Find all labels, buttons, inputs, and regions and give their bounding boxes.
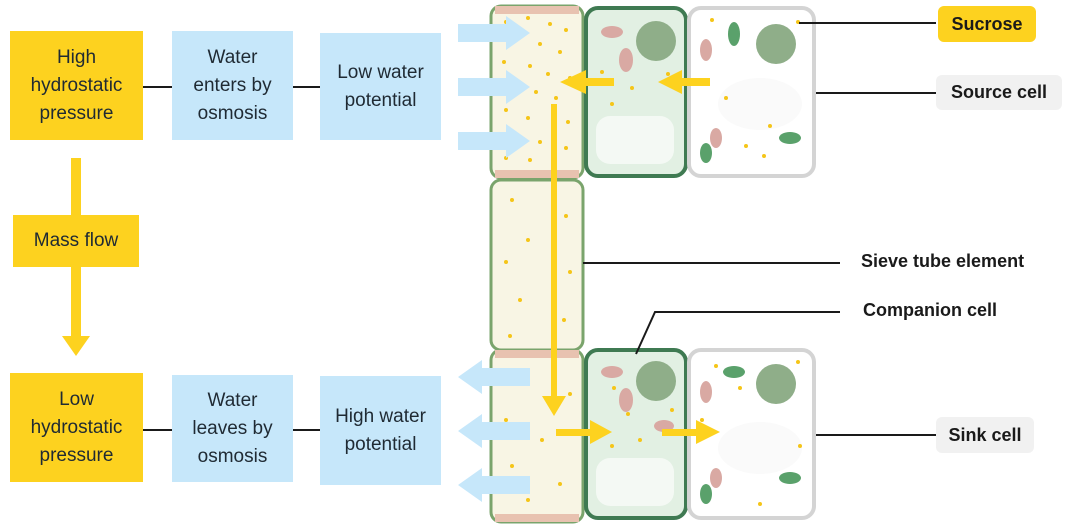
sucrose-label: Sucrose: [938, 6, 1036, 42]
sucrose-label-text: Sucrose: [951, 13, 1023, 34]
sieve-tube-middle: [489, 178, 585, 352]
low-water-potential-box: Low water potential: [320, 33, 441, 140]
sink-hydrostatic-pressure-text: Low hydrostatic pressure: [30, 388, 123, 466]
water-leaves-text: Water leaves by osmosis: [192, 389, 273, 467]
water-leaves-box: Water leaves by osmosis: [172, 375, 293, 482]
source-cell-label: Source cell: [936, 75, 1062, 110]
water-enters-box: Water enters by osmosis: [172, 31, 293, 140]
mass-flow-arrow: [62, 158, 90, 356]
water-out-arrows: [458, 360, 530, 502]
companion-cell-label: Companion cell: [863, 300, 998, 320]
high-water-potential-box: High water potential: [320, 376, 441, 485]
source-cell-label-text: Source cell: [950, 82, 1048, 102]
sink-cell-label-text: Sink cell: [948, 424, 1022, 445]
flowchart-connectors: [143, 86, 320, 431]
companion-cell-top: [584, 6, 688, 178]
sieve-tube-element-label: Sieve tube element: [861, 251, 1025, 271]
high-water-potential-text: High water potential: [335, 405, 426, 455]
water-enters-text: Water enters by osmosis: [193, 46, 272, 124]
source-hydrostatic-pressure-box: High hydrostatic pressure: [10, 31, 143, 140]
sink-hydrostatic-pressure-box: Low hydrostatic pressure: [10, 373, 143, 482]
water-in-arrows: [458, 16, 530, 158]
source-cell-shape: [687, 6, 816, 178]
mass-flow-text: Mass flow: [33, 230, 119, 251]
mass-flow-box: Mass flow: [13, 215, 139, 267]
sink-cell-label: Sink cell: [936, 417, 1034, 453]
sucrose-flow-arrows: [542, 70, 720, 444]
low-water-potential-text: Low water potential: [337, 61, 424, 111]
source-hydrostatic-pressure-text: High hydrostatic pressure: [30, 46, 123, 124]
label-leader-lines: [583, 22, 936, 436]
